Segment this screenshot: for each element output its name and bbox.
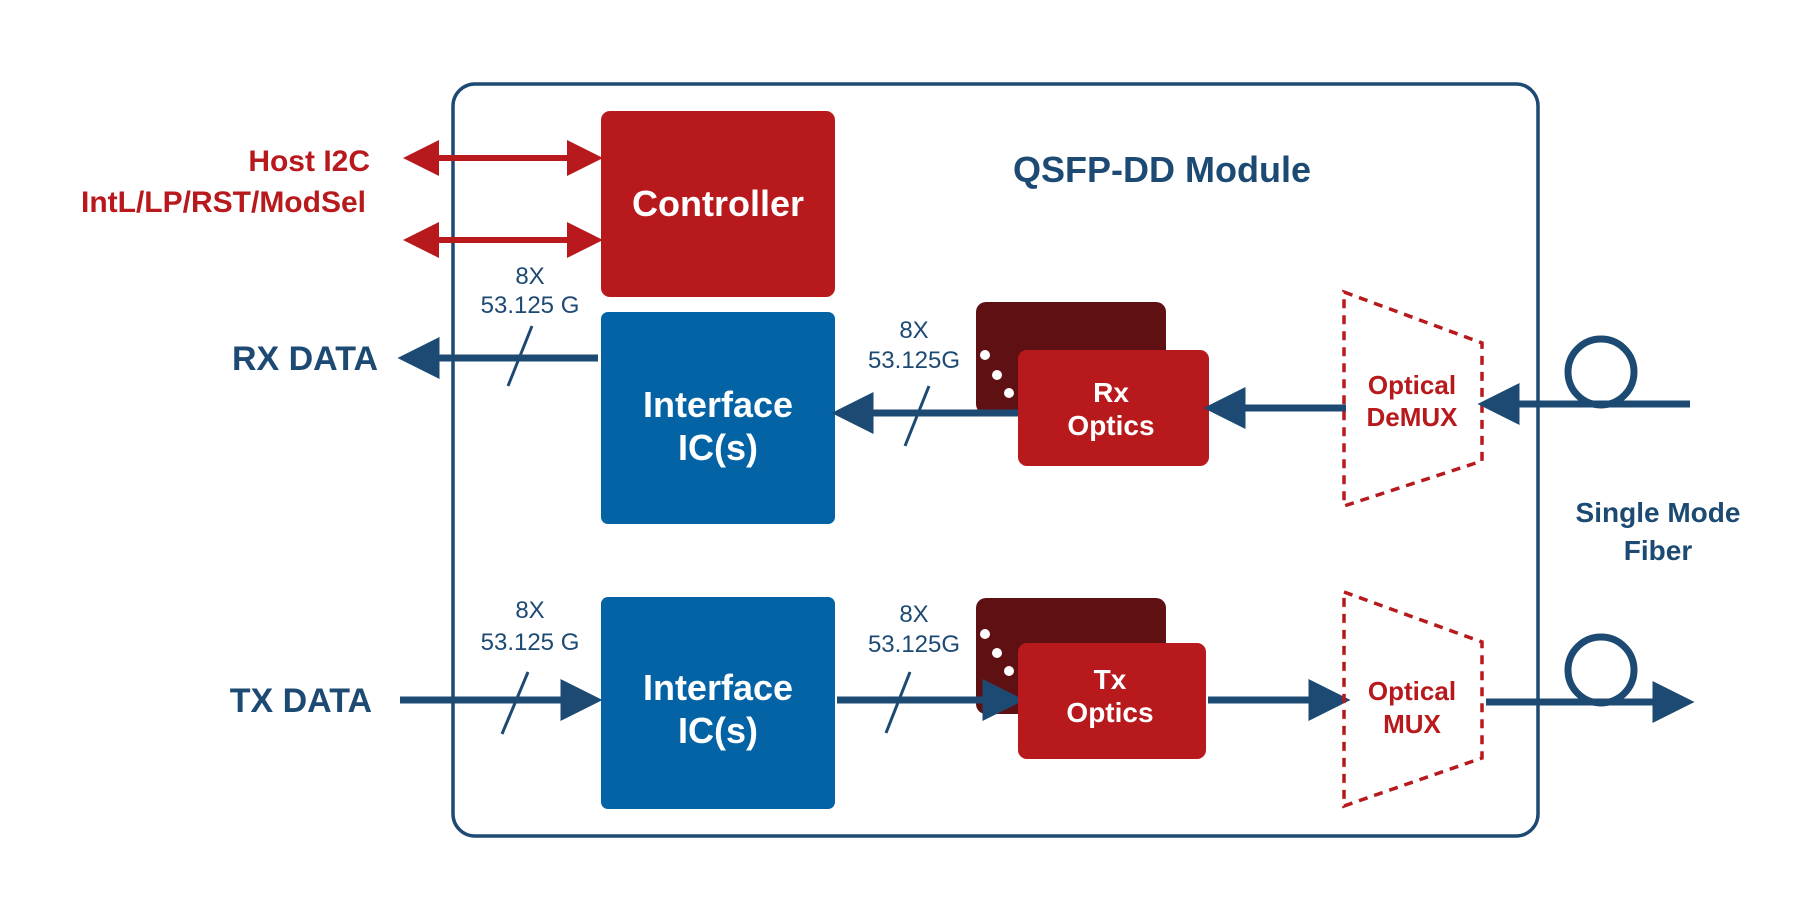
- tx-optics-block: [1018, 643, 1206, 759]
- rx-optics-lane-count: 8X: [899, 317, 928, 344]
- rx-optics-block: [1018, 350, 1209, 466]
- rx-optics-dot: [992, 370, 1002, 380]
- rx-host-lane-slash: [506, 325, 534, 387]
- tx-optics-lane-count: 8X: [899, 601, 928, 628]
- rx-optics-lane-slash: [903, 385, 931, 447]
- tx-data-label: TX DATA: [230, 682, 372, 720]
- controller-block: [601, 111, 835, 297]
- rx-interface-ic-label-line1: Interface: [643, 384, 793, 425]
- rx-optics-lane-rate: 53.125G: [868, 347, 960, 374]
- optical-demux-label-line2: DeMUX: [1366, 402, 1458, 432]
- rx-data-label: RX DATA: [232, 340, 378, 378]
- rx-optics-dot: [1004, 388, 1014, 398]
- tx-interface-ic-label-line1: Interface: [643, 667, 793, 708]
- fiber-label-line2: Fiber: [1624, 535, 1693, 566]
- optical-mux-label-line2: MUX: [1383, 709, 1441, 739]
- optical-demux: [1342, 289, 1484, 509]
- host-control-pins-label: IntL/LP/RST/ModSel: [81, 186, 366, 219]
- rx-optics-label-line1: Rx: [1093, 377, 1129, 408]
- rx-optics-label-line2: Optics: [1067, 410, 1154, 441]
- tx-optics-label-line2: Optics: [1066, 697, 1153, 728]
- tx-host-lane-slash: [500, 671, 530, 735]
- fiber-label-line1: Single Mode: [1576, 497, 1741, 528]
- tx-optics-dot: [1004, 666, 1014, 676]
- module-title: QSFP-DD Module: [1013, 149, 1311, 190]
- tx-optics-dot: [980, 629, 990, 639]
- fiber-in-loop: [1564, 335, 1638, 409]
- tx-optics-lane-slash: [884, 671, 912, 734]
- tx-host-lane-rate: 53.125 G: [481, 629, 580, 656]
- controller-label: Controller: [632, 183, 804, 224]
- rx-optics-dot: [980, 350, 990, 360]
- tx-host-lane-count: 8X: [515, 597, 544, 624]
- tx-optics-lane-rate: 53.125G: [868, 631, 960, 658]
- rx-host-lane-count: 8X: [515, 263, 544, 290]
- tx-optics-dot: [992, 648, 1002, 658]
- rx-host-lane-rate: 53.125 G: [481, 292, 580, 319]
- tx-interface-ic-label-line2: IC(s): [678, 710, 758, 751]
- optical-mux: [1342, 589, 1484, 809]
- optical-demux-label-line1: Optical: [1368, 370, 1456, 400]
- tx-optics-label-line1: Tx: [1094, 664, 1127, 695]
- fiber-out-loop: [1564, 633, 1638, 707]
- rx-interface-ic-label-line2: IC(s): [678, 427, 758, 468]
- host-i2c-label: Host I2C: [248, 145, 370, 178]
- rx-interface-ic-block: [601, 312, 835, 524]
- optical-mux-label-line1: Optical: [1368, 676, 1456, 706]
- tx-interface-ic-block: [601, 597, 835, 809]
